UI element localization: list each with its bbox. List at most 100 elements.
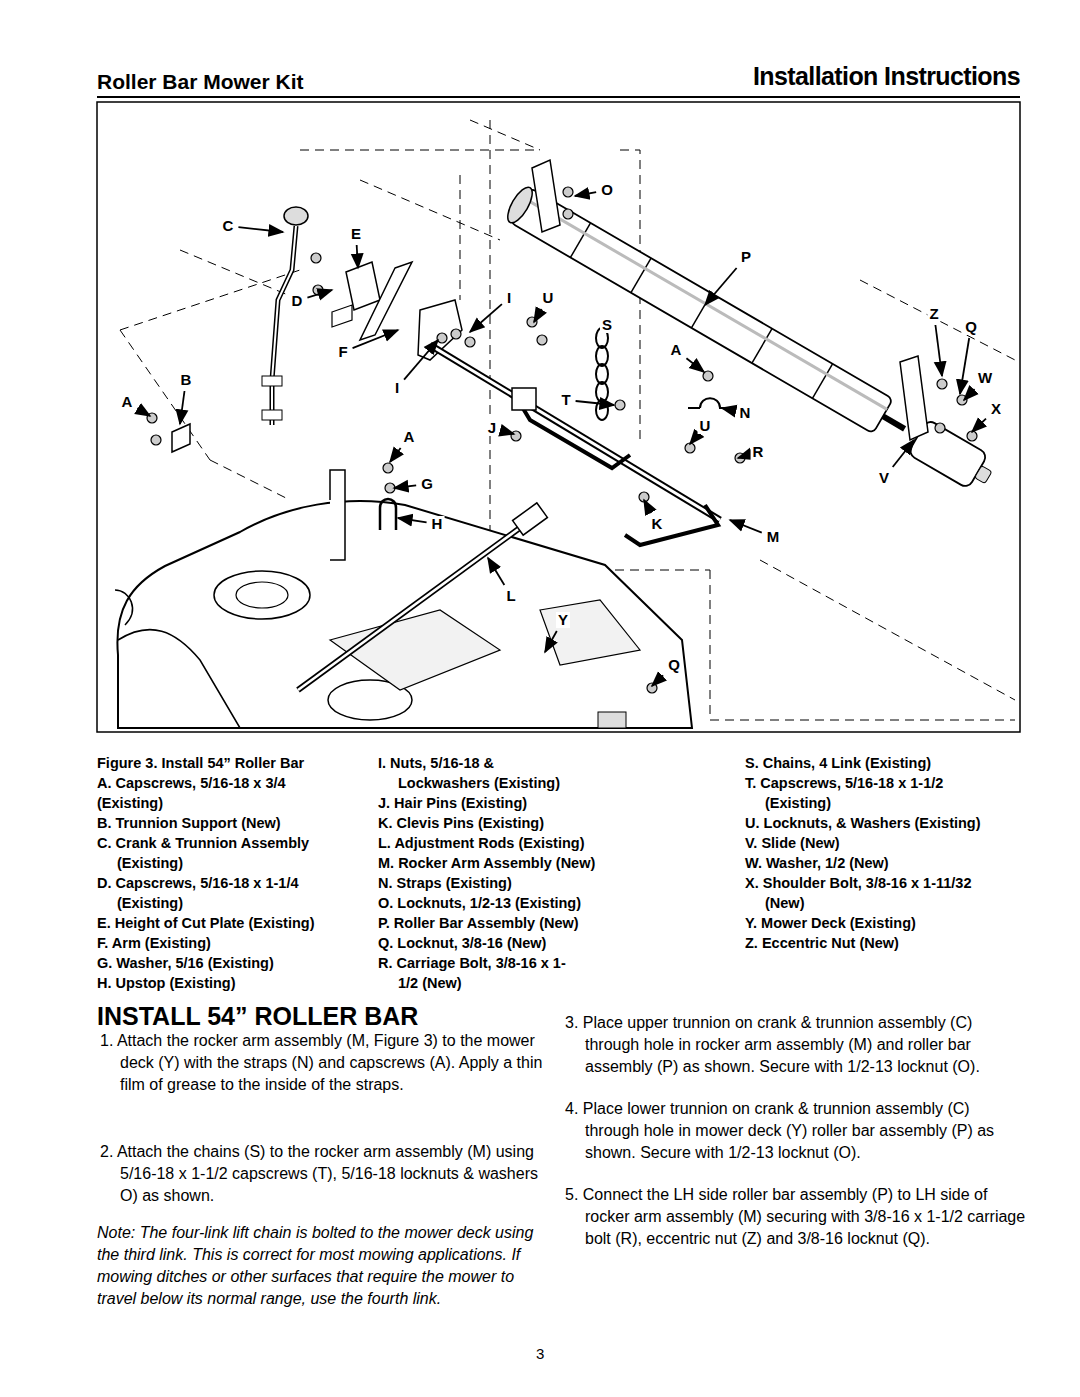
- leader-line: [960, 338, 969, 394]
- callout-letter: L: [504, 588, 517, 604]
- callout-letter: A: [669, 342, 684, 358]
- callout-letter: U: [698, 418, 713, 434]
- instruction-step: 5. Connect the LH side roller bar assemb…: [565, 1184, 1027, 1250]
- leader-line: [353, 330, 398, 348]
- parts-list-item: P. Roller Bar Assembly (New): [378, 913, 618, 933]
- callout-letter: E: [349, 226, 363, 242]
- parts-list-item: X. Shoulder Bolt, 3/8-16 x 1-11/32 (New): [745, 873, 985, 913]
- callout-letter: R: [751, 444, 766, 460]
- leader-line: [545, 631, 557, 652]
- parts-list-item: O. Locknuts, 1/2-13 (Existing): [378, 893, 618, 913]
- leader-line: [644, 500, 651, 513]
- callout-letter: X: [989, 401, 1003, 417]
- callout-letter: B: [179, 372, 194, 388]
- callout-letter: I: [505, 290, 513, 306]
- parts-list-item: K. Clevis Pins (Existing): [378, 813, 618, 833]
- leader-line: [575, 192, 596, 196]
- figure-caption: Figure 3. Install 54” Roller Bar: [97, 753, 304, 773]
- leader-line: [722, 408, 735, 411]
- page-title: Installation Instructions: [753, 62, 1020, 91]
- callout-letter: P: [739, 249, 753, 265]
- parts-list-item: F. Arm (Existing): [97, 933, 367, 953]
- parts-list-item: D. Capscrews, 5/16-18 x 1-1/4 (Existing): [97, 873, 337, 913]
- note-text: Note: The four-link lift chain is bolted…: [97, 1222, 542, 1310]
- callout-letter: I: [393, 380, 401, 396]
- callout-letter: H: [430, 516, 445, 532]
- callout-letter: D: [290, 293, 305, 309]
- callout-letter: Q: [666, 657, 682, 673]
- leader-line: [470, 304, 502, 332]
- parts-list-item: L. Adjustment Rods (Existing): [378, 833, 618, 853]
- parts-list-item: W. Washer, 1/2 (New): [745, 853, 1025, 873]
- leader-line: [137, 408, 150, 416]
- parts-list-item: V. Slide (New): [745, 833, 1025, 853]
- parts-list-item: S. Chains, 4 Link (Existing): [745, 753, 1025, 773]
- parts-list-item: J. Hair Pins (Existing): [378, 793, 618, 813]
- callout-letter: T: [559, 392, 572, 408]
- parts-list-item: Y. Mower Deck (Existing): [745, 913, 1025, 933]
- parts-list-item: B. Trunnion Support (New): [97, 813, 367, 833]
- leader-line: [935, 325, 942, 376]
- parts-list-item: I. Nuts, 5/16-18 & Lockwashers (Existing…: [378, 753, 583, 793]
- subtitle: Roller Bar Mower Kit: [97, 70, 304, 94]
- callout-letter: Z: [927, 306, 940, 322]
- leader-line: [652, 675, 663, 686]
- callout-letter: C: [221, 218, 236, 234]
- callout-letter: J: [486, 420, 498, 436]
- leader-line: [705, 268, 737, 305]
- parts-list-item: E. Height of Cut Plate (Existing): [97, 913, 367, 933]
- leader-line: [501, 431, 514, 434]
- callout-letter: O: [599, 182, 615, 198]
- leader-line: [307, 290, 332, 298]
- callout-letter: V: [877, 470, 891, 486]
- leader-line: [686, 358, 704, 372]
- parts-list-item: U. Locknuts, & Washers (Existing): [745, 813, 1025, 833]
- callout-letter: Q: [963, 319, 979, 335]
- leader-line: [576, 401, 614, 405]
- instruction-step: 4. Place lower trunnion on crank & trunn…: [565, 1098, 1027, 1164]
- leader-line: [972, 419, 986, 432]
- callout-letter: U: [541, 290, 556, 306]
- section-heading: INSTALL 54” ROLLER BAR: [97, 1002, 418, 1030]
- parts-list-item: C. Crank & Trunnion Assembly (Existing): [97, 833, 362, 873]
- leader-line: [488, 558, 504, 585]
- leader-line: [690, 437, 696, 444]
- parts-list-item: M. Rocker Arm Assembly (New): [378, 853, 618, 873]
- callout-letter: A: [402, 429, 417, 445]
- page-number: 3: [536, 1345, 544, 1362]
- parts-list-item: A. Capscrews, 5/16-18 x 3/4 (Existing): [97, 773, 342, 813]
- callout-letter: N: [738, 405, 753, 421]
- parts-list-item: R. Carriage Bolt, 3/8-16 x 1-1/2 (New): [378, 953, 568, 993]
- leader-line: [238, 227, 283, 232]
- parts-list-item: Q. Locknut, 3/8-16 (New): [378, 933, 618, 953]
- leader-line: [394, 485, 416, 488]
- callout-letter: Y: [556, 612, 570, 628]
- callout-letter: F: [336, 344, 349, 360]
- leader-line: [398, 518, 427, 522]
- leader-line: [357, 245, 358, 268]
- callout-letter: K: [650, 516, 665, 532]
- leader-line: [738, 455, 748, 458]
- callout-letter: S: [600, 317, 614, 333]
- parts-list-item: G. Washer, 5/16 (Existing): [97, 953, 367, 973]
- parts-list-item: Z. Eccentric Nut (New): [745, 933, 1025, 953]
- leader-line: [180, 391, 185, 424]
- callout-letter: M: [765, 529, 782, 545]
- callout-letter: W: [976, 370, 994, 386]
- leader-line: [390, 448, 401, 462]
- instruction-step: 3. Place upper trunnion on crank & trunn…: [565, 1012, 1027, 1078]
- parts-list-item: T. Capscrews, 5/16-18 x 1-1/2 (Existing): [745, 773, 985, 813]
- leader-line: [534, 309, 542, 322]
- leader-line: [893, 440, 914, 467]
- instruction-step: 1. Attach the rocker arm assembly (M, Fi…: [100, 1030, 545, 1096]
- parts-list-item: H. Upstop (Existing): [97, 973, 367, 993]
- leader-line: [964, 389, 975, 400]
- callout-letter: G: [419, 476, 435, 492]
- leader-line: [404, 340, 438, 380]
- callout-letter: A: [120, 394, 135, 410]
- parts-list-item: N. Straps (Existing): [378, 873, 618, 893]
- instruction-step: 2. Attach the chains (S) to the rocker a…: [100, 1141, 545, 1207]
- drawing: [97, 97, 1020, 732]
- leader-line: [730, 520, 762, 533]
